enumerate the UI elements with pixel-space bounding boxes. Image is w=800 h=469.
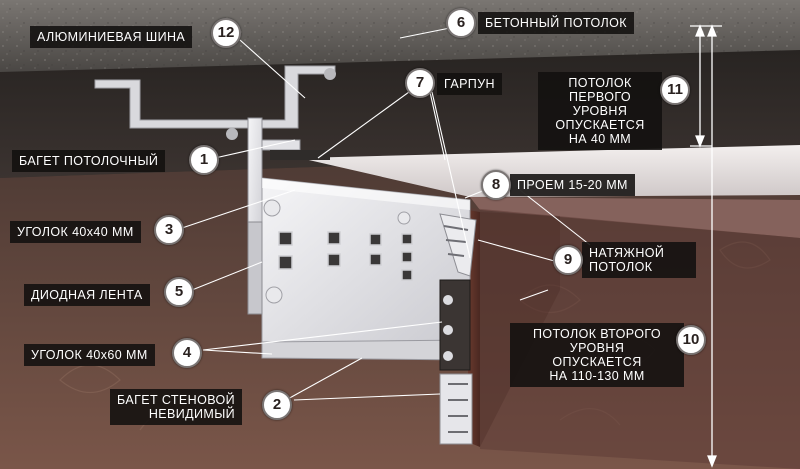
wall-baguette-line-1: БАГЕТ СТЕНОВОЙ: [117, 393, 236, 407]
marker-9-text: 9: [563, 251, 573, 268]
marker-5: 5: [164, 277, 194, 307]
marker-11: 11: [660, 75, 690, 105]
label-corner-40x40: УГОЛОК 40х40 ММ: [10, 221, 141, 243]
label-first-level: ПОТОЛОК ПЕРВОГО УРОВНЯ ОПУСКАЕТСЯ НА 40 …: [538, 72, 662, 150]
second-level-line-1: ПОТОЛОК ВТОРОГО: [533, 327, 661, 341]
marker-12: 12: [211, 18, 241, 48]
label-corner-40x40-text: УГОЛОК 40х40 ММ: [17, 225, 134, 239]
label-ceiling-baguette-text: БАГЕТ ПОТОЛОЧНЫЙ: [19, 154, 159, 168]
marker-6: 6: [446, 8, 476, 38]
first-level-ceiling: [300, 145, 800, 197]
led-strip: [247, 221, 263, 315]
first-level-line-5: НА 40 ММ: [568, 132, 632, 146]
label-harpoon: ГАРПУН: [437, 73, 502, 95]
marker-3: 3: [154, 215, 184, 245]
leader-lines: [181, 23, 591, 401]
label-wall-baguette: БАГЕТ СТЕНОВОЙ НЕВИДИМЫЙ: [110, 389, 243, 425]
label-concrete-ceiling-text: БЕТОННЫЙ ПОТОЛОК: [485, 16, 627, 30]
label-opening-text: ПРОЕМ 15-20 ММ: [517, 178, 628, 192]
label-second-level: ПОТОЛОК ВТОРОГО УРОВНЯ ОПУСКАЕТСЯ НА 110…: [510, 323, 684, 387]
label-concrete-ceiling: БЕТОННЫЙ ПОТОЛОК: [478, 12, 634, 34]
label-stretch-ceiling: НАТЯЖНОЙ ПОТОЛОК: [582, 242, 696, 278]
first-level-line-3: УРОВНЯ: [572, 104, 628, 118]
wall-baguette-profile: [439, 373, 473, 445]
marker-6-text: 6: [456, 14, 466, 31]
stretch-film: [470, 197, 800, 238]
wall-baguette-line-2: НЕВИДИМЫЙ: [148, 407, 236, 421]
second-level-line-3: ОПУСКАЕТСЯ: [552, 355, 642, 369]
marker-5-text: 5: [174, 283, 184, 300]
label-led-strip: ДИОДНАЯ ЛЕНТА: [24, 284, 150, 306]
marker-8-text: 8: [491, 176, 501, 193]
marker-3-text: 3: [164, 221, 174, 238]
marker-2: 2: [262, 390, 292, 420]
marker-4-text: 4: [182, 344, 192, 361]
first-level-line-1: ПОТОЛОК: [568, 76, 632, 90]
dimension-lines: [690, 24, 722, 468]
label-harpoon-text: ГАРПУН: [444, 77, 495, 91]
marker-7: 7: [405, 68, 435, 98]
stretch-ceiling-line-1: НАТЯЖНОЙ: [589, 246, 665, 260]
marker-2-text: 2: [272, 396, 282, 413]
label-aluminum-rail-text: АЛЮМИНИЕВАЯ ШИНА: [37, 30, 186, 44]
bracket-bolts: [278, 231, 413, 281]
stretch-ceiling-line-2: ПОТОЛОК: [589, 260, 653, 274]
label-corner-40x60: УГОЛОК 40х60 ММ: [24, 344, 155, 366]
second-level-line-2: УРОВНЯ: [569, 341, 625, 355]
label-opening: ПРОЕМ 15-20 ММ: [510, 174, 635, 196]
marker-10: 10: [676, 325, 706, 355]
label-led-strip-text: ДИОДНАЯ ЛЕНТА: [31, 288, 143, 302]
marker-9: 9: [553, 245, 583, 275]
marker-1: 1: [189, 145, 219, 175]
label-corner-40x60-text: УГОЛОК 40х60 ММ: [31, 348, 148, 362]
marker-7-text: 7: [415, 74, 425, 91]
marker-8: 8: [481, 170, 511, 200]
first-level-line-2: ПЕРВОГО: [569, 90, 631, 104]
marker-10-text: 10: [682, 331, 700, 348]
label-aluminum-rail: АЛЮМИНИЕВАЯ ШИНА: [30, 26, 193, 48]
marker-11-text: 11: [667, 81, 683, 98]
second-level-line-4: НА 110-130 ММ: [549, 369, 645, 383]
label-ceiling-baguette: БАГЕТ ПОТОЛОЧНЫЙ: [12, 150, 166, 172]
marker-12-text: 12: [217, 24, 235, 41]
first-level-line-4: ОПУСКАЕТСЯ: [555, 118, 645, 132]
marker-1-text: 1: [199, 151, 209, 168]
marker-4: 4: [172, 338, 202, 368]
